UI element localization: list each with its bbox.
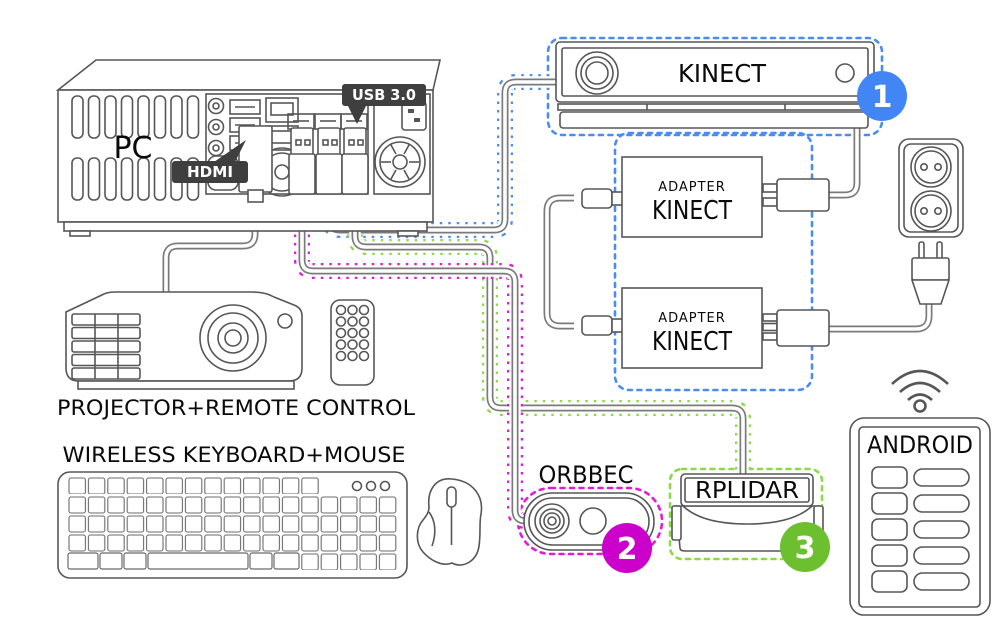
adapter-box-2: ADAPTER KINECT <box>621 287 763 369</box>
mouse <box>416 478 483 566</box>
rplidar-label: RPLIDAR <box>695 478 799 504</box>
keyboard-fn-row <box>68 477 321 494</box>
projector <box>65 291 303 390</box>
orbbec-group-outline <box>516 486 664 556</box>
projector-caption: PROJECTOR+REMOTE CONTROL <box>57 396 415 420</box>
orbbec-label: ORBBEC <box>539 461 634 489</box>
hdmi-callout-label: HDMI <box>187 163 233 181</box>
power-plug <box>910 241 951 305</box>
android-app-buttons <box>871 466 970 593</box>
adapter-plug-2 <box>762 309 830 347</box>
kinect-device: KINECT <box>555 41 875 129</box>
badge-2: 2 <box>602 523 652 573</box>
keyboard-caption: WIRELESS KEYBOARD+MOUSE <box>63 443 406 467</box>
hdmi-callout: HDMI <box>172 140 248 183</box>
spacebar-key <box>147 552 249 570</box>
kinect-label: KINECT <box>678 59 767 88</box>
remote-control <box>330 299 375 386</box>
kinect-indicator-icon <box>835 63 855 83</box>
adapter-plug-1 <box>762 178 830 212</box>
adapter2-line2: KINECT <box>652 327 732 357</box>
loop-connectors <box>581 188 624 336</box>
keyboard <box>57 471 408 579</box>
badge-1-number: 1 <box>872 80 893 115</box>
usb3-callout-label: USB 3.0 <box>352 86 416 104</box>
keyboard-indicator-lights <box>351 480 391 492</box>
cable-adapter-loop <box>547 198 574 326</box>
remote-buttons <box>335 304 370 362</box>
badge-1: 1 <box>857 71 907 121</box>
android-tablet: ANDROID <box>849 417 991 616</box>
right-fan <box>374 136 426 188</box>
keyboard-main-keys <box>68 496 301 553</box>
kinect-camera-lens-icon <box>575 51 619 95</box>
android-label: ANDROID <box>867 431 973 459</box>
power-outlet <box>898 138 964 238</box>
badge-2-number: 2 <box>617 532 638 567</box>
keyboard-numpad <box>300 496 398 570</box>
usb3-callout: USB 3.0 <box>342 84 426 124</box>
cable-kinect-power <box>829 126 857 195</box>
adapter-box-1: ADAPTER KINECT <box>621 156 763 238</box>
badge-3: 3 <box>780 522 830 572</box>
usb-plugs <box>288 127 369 195</box>
pc-label: PC <box>113 131 152 166</box>
badge-3-number: 3 <box>795 531 816 566</box>
adapter2-line1: ADAPTER <box>658 311 726 326</box>
orbbec-lens-icon <box>534 503 607 539</box>
projector-vents <box>71 313 141 380</box>
keyboard-bottom-row <box>67 552 300 570</box>
adapter1-line2: KINECT <box>652 196 732 226</box>
adapter1-line1: ADAPTER <box>658 180 726 195</box>
cable-mains-power <box>829 302 929 329</box>
wifi-icon <box>891 369 949 413</box>
pc-tower: PC <box>55 59 442 237</box>
pc-vents <box>71 95 200 201</box>
projector-lens-icon <box>199 304 267 372</box>
